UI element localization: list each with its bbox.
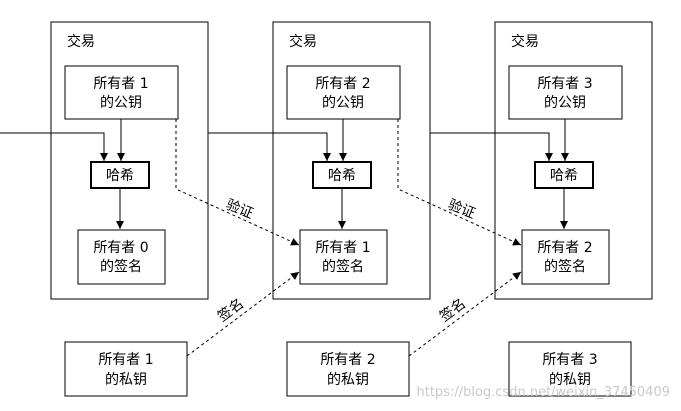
hash-box-2 (312, 161, 372, 189)
hash-label-2: 哈希 (328, 168, 356, 184)
sign-label-2: 签名 (436, 295, 469, 325)
owner-public-key-box-2 (286, 65, 401, 120)
sign-arrow-1 (186, 271, 300, 357)
private-key-2: 所有者 2 的私钥 (286, 341, 410, 397)
transaction-block-2: 交易 所有者 2 的公钥 哈希 所有者 1 的签名 (272, 21, 431, 300)
signature-box-3 (521, 229, 610, 285)
arrow-tx1-to-hash-2 (208, 132, 331, 161)
private-key-line1: 所有者 2 (320, 352, 375, 368)
arrow-incoming-to-hash-1 (0, 132, 108, 161)
private-key-line2: 的私钥 (549, 372, 591, 388)
verify-arrow-1 (175, 119, 300, 246)
transaction-title-1: 交易 (67, 33, 95, 50)
owner-public-key-line2: 的公钥 (322, 95, 364, 111)
owner-public-key-box-3 (508, 65, 623, 120)
signature-line2: 的签名 (544, 258, 586, 275)
hash-label-3: 哈希 (550, 168, 578, 184)
sign-label-1: 签名 (214, 295, 247, 325)
transaction-title-3: 交易 (511, 33, 539, 50)
watermark-text: https://blog.csdn.net/weixin_37450409 (416, 385, 670, 400)
signature-box-2 (299, 229, 388, 285)
private-key-1: 所有者 1 的私钥 (64, 341, 188, 397)
private-key-line1: 所有者 3 (542, 352, 597, 368)
owner-public-key-box-1 (64, 65, 179, 120)
owner-public-key-line2: 的公钥 (100, 95, 142, 111)
private-key-line2: 的私钥 (327, 372, 369, 388)
hash-label-1: 哈希 (106, 168, 134, 184)
signature-line1: 所有者 0 (93, 240, 148, 256)
signature-line1: 所有者 1 (315, 240, 370, 256)
transaction-block-1: 交易 所有者 1 的公钥 哈希 所有者 0 的签名 (50, 21, 209, 300)
owner-public-key-line2: 的公钥 (544, 95, 586, 111)
owner-public-key-line1: 所有者 2 (315, 76, 370, 92)
signature-line2: 的签名 (100, 258, 142, 275)
hash-box-3 (534, 161, 594, 189)
owner-public-key-line1: 所有者 3 (537, 76, 592, 92)
private-key-line1: 所有者 1 (98, 352, 153, 368)
signature-line2: 的签名 (322, 258, 364, 275)
transaction-title-2: 交易 (289, 33, 317, 50)
private-key-line2: 的私钥 (105, 372, 147, 388)
arrow-tx2-to-hash-3 (430, 132, 553, 161)
signature-line1: 所有者 2 (537, 240, 592, 256)
private-key-3: 所有者 3 的私钥 (508, 341, 632, 397)
transaction-block-3: 交易 所有者 3 的公钥 哈希 所有者 2 的签名 (494, 21, 653, 300)
sign-arrow-2 (408, 271, 522, 357)
owner-public-key-line1: 所有者 1 (93, 76, 148, 92)
signature-box-1 (77, 229, 166, 285)
verify-arrow-2 (397, 119, 522, 246)
